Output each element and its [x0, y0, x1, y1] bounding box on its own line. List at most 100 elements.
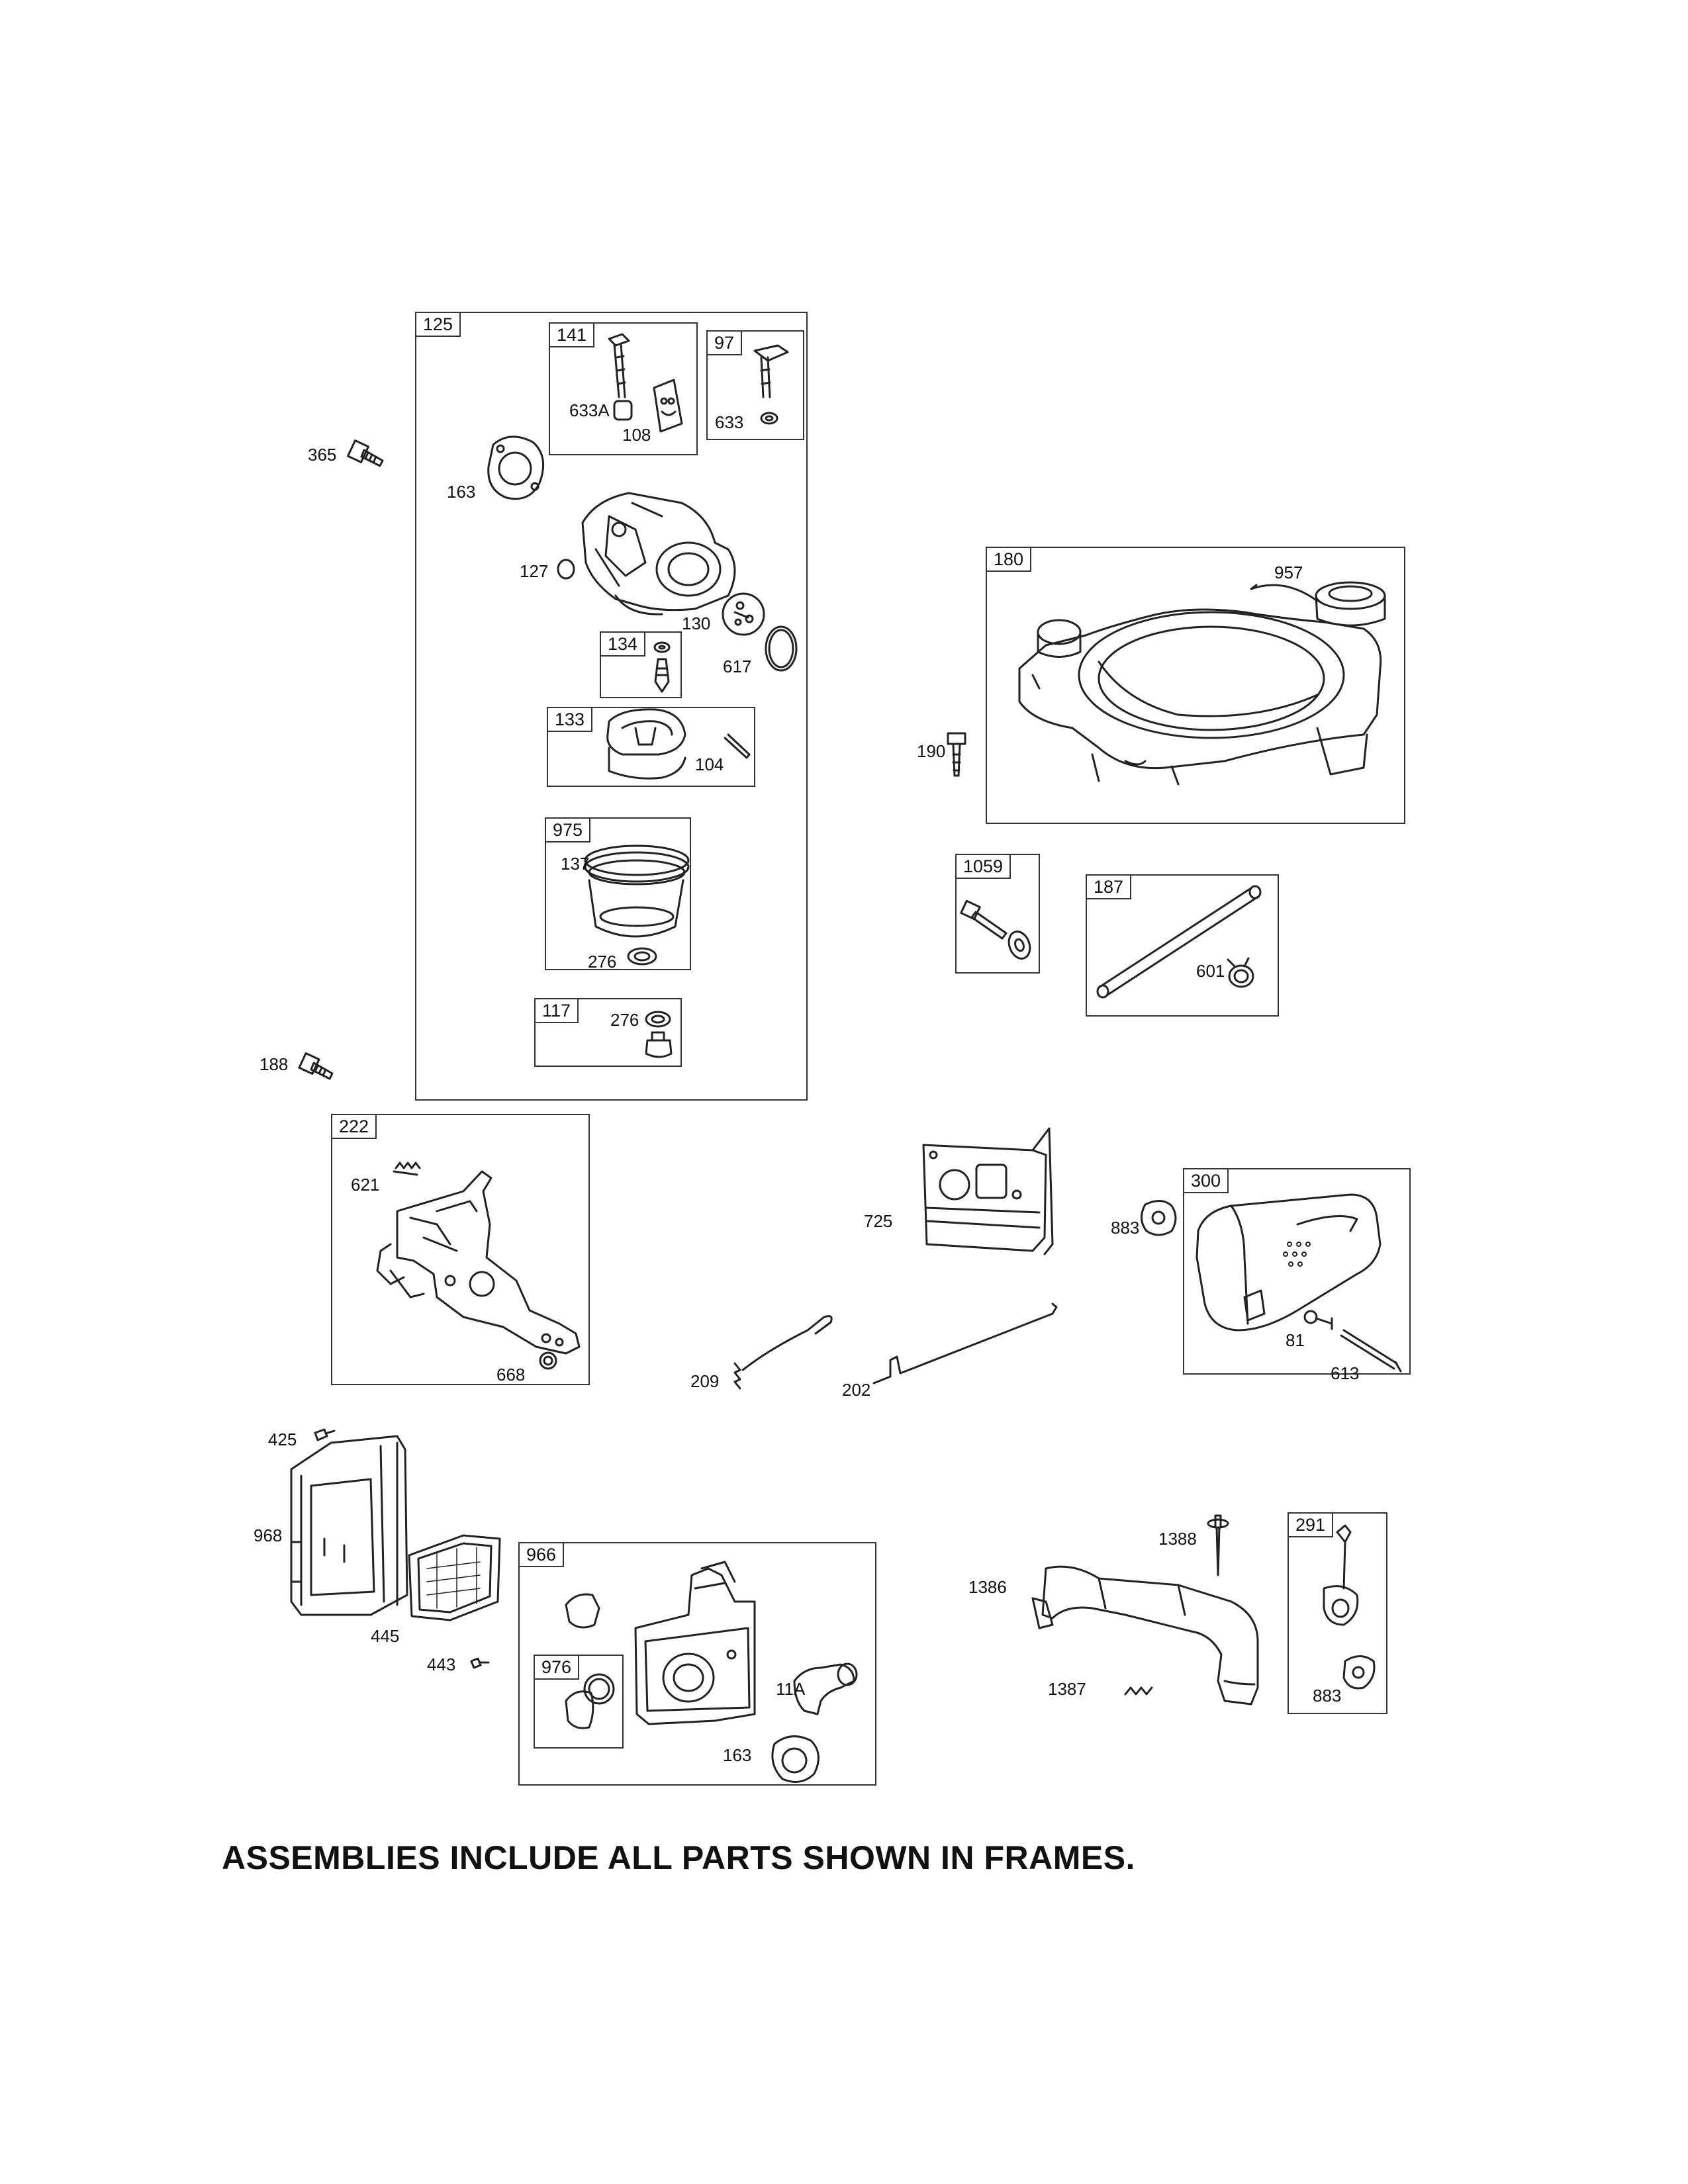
- air-filter-445-drawing: [408, 1534, 501, 1621]
- frame-label-180: 180: [986, 547, 1032, 572]
- carburetor-gasket-163-drawing: [487, 435, 545, 500]
- elbow-11A-drawing: [793, 1662, 858, 1715]
- callout-613: 613: [1331, 1363, 1360, 1383]
- frame-187-fuel-line-kit: 187: [1086, 874, 1279, 1017]
- frame-label-125: 125: [415, 312, 461, 337]
- callout-163-bottom: 163: [723, 1745, 752, 1765]
- frame-133-float-kit: 133: [547, 707, 755, 787]
- frame-label-141: 141: [549, 322, 595, 347]
- frame-222-control-bracket: 222: [331, 1114, 590, 1385]
- frame-180-fuel-tank-assembly: 180: [986, 547, 1405, 824]
- frame-label-133: 133: [547, 707, 593, 732]
- primer-kit-976-drawing: [565, 1673, 615, 1729]
- bolt-613-drawing: [1340, 1329, 1402, 1373]
- callout-957: 957: [1274, 563, 1303, 582]
- screw-kit-1059-drawing: [960, 899, 1031, 960]
- callout-202: 202: [842, 1380, 871, 1400]
- frame-141-throttle-shaft-kit: 141: [549, 322, 698, 455]
- frame-300-muffler-assembly: 300: [1183, 1168, 1411, 1375]
- callout-81: 81: [1286, 1330, 1305, 1350]
- oil-fill-cap-291-drawing: [1323, 1524, 1359, 1626]
- frame-1059-screw-kit: 1059: [955, 854, 1040, 974]
- control-bracket-222-drawing: [376, 1170, 581, 1355]
- frame-label-187: 187: [1086, 874, 1132, 899]
- choke-shaft-97-drawing: [753, 344, 789, 425]
- callout-621: 621: [351, 1175, 380, 1195]
- callout-130: 130: [682, 614, 711, 633]
- callout-883-muffler: 883: [1111, 1218, 1140, 1238]
- air-cleaner-base-966-drawing: [634, 1561, 756, 1725]
- screw-190-drawing: [947, 732, 966, 777]
- callout-209: 209: [690, 1371, 720, 1391]
- frame-label-117: 117: [534, 998, 579, 1023]
- callout-127: 127: [520, 561, 549, 581]
- fuel-tank-180-drawing: [1018, 608, 1382, 786]
- callout-11A: 11A: [776, 1679, 806, 1699]
- frame-label-1059: 1059: [955, 854, 1011, 879]
- callout-725: 725: [864, 1211, 893, 1231]
- oil-fill-tube-1386-drawing: [1031, 1565, 1259, 1706]
- frame-975-bowl-kit: 975: [545, 817, 691, 970]
- gasket-163-lower-drawing: [771, 1735, 820, 1783]
- inlet-needle-134-drawing: [653, 641, 671, 693]
- governor-spring-209-drawing: [733, 1315, 833, 1390]
- screw-443-drawing: [470, 1657, 490, 1669]
- o-ring-617-drawing: [765, 625, 798, 672]
- assemblies-footnote: ASSEMBLIES INCLUDE ALL PARTS SHOWN IN FR…: [222, 1839, 1135, 1876]
- frame-label-966: 966: [518, 1542, 565, 1567]
- callout-137: 137: [561, 854, 590, 874]
- throttle-shaft-141-drawing: [608, 333, 683, 433]
- hose-clamp-601-drawing: [1227, 957, 1254, 988]
- callout-425: 425: [268, 1430, 297, 1449]
- carburetor-body-drawing: [581, 492, 736, 615]
- bolt-365-drawing: [347, 439, 384, 467]
- bolt-425-drawing: [314, 1428, 336, 1441]
- callout-668: 668: [496, 1365, 526, 1385]
- frame-label-134: 134: [600, 631, 646, 657]
- float-bowl-137-drawing: [584, 844, 690, 938]
- callout-601: 601: [1196, 961, 1225, 981]
- callout-276-bowl: 276: [588, 952, 617, 972]
- callout-443: 443: [427, 1655, 456, 1674]
- callout-968: 968: [254, 1525, 283, 1545]
- frame-label-97: 97: [706, 330, 743, 355]
- callout-633: 633: [715, 412, 744, 432]
- frame-label-975: 975: [545, 817, 591, 842]
- fuel-cap-957-drawing: [1250, 581, 1386, 627]
- bolt-188-drawing: [298, 1052, 334, 1080]
- callout-1387: 1387: [1048, 1679, 1086, 1699]
- callout-190: 190: [917, 741, 946, 761]
- spring-1387-drawing: [1124, 1686, 1153, 1696]
- washer-668-drawing: [539, 1351, 557, 1370]
- oil-fill-gasket-883-drawing: [1342, 1655, 1376, 1690]
- frame-966-air-cleaner-base: 966: [518, 1542, 876, 1786]
- fuel-line-187-drawing: [1096, 885, 1262, 999]
- float-pin-104-drawing: [724, 733, 751, 759]
- callout-276-nut: 276: [610, 1010, 639, 1030]
- diaphragm-130-drawing: [722, 592, 765, 636]
- callout-1388: 1388: [1158, 1529, 1197, 1549]
- frame-117-bowl-nut-kit: 117: [534, 998, 682, 1067]
- callout-104: 104: [695, 754, 724, 774]
- o-ring-127-drawing: [557, 559, 575, 580]
- frame-125-carburetor-assembly: 125: [415, 312, 808, 1101]
- spring-621-drawing: [393, 1161, 421, 1176]
- muffler-300-drawing: [1196, 1193, 1382, 1332]
- throttle-link-202-drawing: [872, 1302, 1058, 1385]
- primer-bulb-cap-drawing: [565, 1593, 600, 1629]
- callout-163-top: 163: [447, 482, 476, 502]
- washer-276-drawing: [627, 947, 657, 966]
- callout-883-oil-fill: 883: [1313, 1686, 1342, 1706]
- callout-617: 617: [723, 657, 752, 676]
- frame-97-choke-shaft-kit: 97: [706, 330, 804, 440]
- callout-633A: 633A: [569, 400, 610, 420]
- air-cleaner-cover-968-drawing: [290, 1435, 408, 1616]
- screw-81-drawing: [1303, 1310, 1333, 1330]
- frame-label-976: 976: [534, 1655, 580, 1680]
- bowl-nut-117-drawing: [645, 1011, 673, 1058]
- callout-108: 108: [622, 425, 651, 445]
- frame-291-oil-fill-assembly: 291: [1288, 1512, 1387, 1714]
- exhaust-gasket-883-drawing: [1141, 1200, 1177, 1236]
- callout-1386: 1386: [968, 1577, 1007, 1597]
